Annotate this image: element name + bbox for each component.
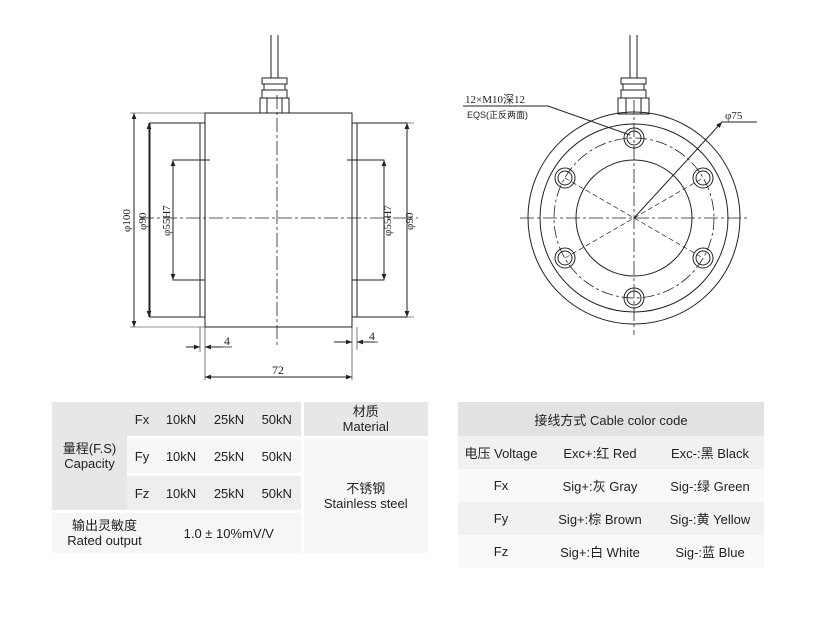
capacity-value: 25kN [205, 436, 253, 475]
dim-flange-4-left: 4 [224, 334, 230, 348]
capacity-value: 25kN [205, 473, 253, 512]
front-view [463, 35, 757, 335]
cable-wire-a: Sig+:棕 Brown [558, 512, 642, 527]
cable-wire-b: Sig-:绿 Green [670, 479, 750, 494]
cable-row-label: Fy [493, 511, 509, 526]
cable-row-label: Fz [493, 544, 509, 559]
cable-wire-b: Exc-:黑 Black [670, 446, 749, 461]
material-value-cell: 不锈钢 Stainless steel [302, 436, 428, 553]
capacity-value: 50kN [253, 473, 304, 512]
cable-wire-a: Sig+:白 White [560, 545, 640, 560]
dim-flange-4-right: 4 [369, 329, 375, 343]
cable-row-label: 电压 Voltage [464, 446, 538, 461]
technical-drawing: φ100 φ90 φ55H7 φ55H7 φ90 4 4 72 [121, 35, 757, 380]
cable-wire-a: Sig+:灰 Gray [562, 479, 638, 494]
cable-row-fx: Fx Sig+:灰 Gray Sig-:绿 Green [458, 469, 764, 502]
output-label-cell: 输出灵敏度 Rated output [52, 510, 157, 553]
cable-row-fz: Fz Sig+:白 White Sig-:蓝 Blue [458, 535, 764, 568]
axis-label: Fy [127, 436, 157, 475]
dim-diameter-90-right: φ90 [404, 212, 416, 230]
cable-row-voltage: 电压 Voltage Exc+:红 Red Exc-:黑 Black [458, 436, 764, 469]
cable-row-fy: Fy Sig+:棕 Brown Sig-:黄 Yellow [458, 502, 764, 535]
dim-length-72: 72 [272, 363, 284, 377]
cable-table-header: 接线方式 Cable color code [458, 402, 764, 436]
output-value: 1.0 ± 10%mV/V [157, 510, 304, 553]
output-label: 输出灵敏度 [71, 518, 137, 533]
hole-note-label: EQS(正反两面) [467, 110, 528, 120]
cable-row-label: Fx [493, 478, 509, 493]
cable-wire-a: Exc+:红 Red [563, 446, 637, 461]
spec-row-fy: Fy 10kN 25kN 50kN 不锈钢 Stainless steel [52, 436, 428, 553]
capacity-value: 10kN [157, 473, 205, 512]
capacity-label-cell: 量程(F.S) Capacity [52, 402, 127, 512]
axis-label: Fx [134, 411, 150, 427]
dim-bore-left: φ55H7 [161, 205, 173, 236]
material-label-en: Material [342, 419, 389, 434]
dim-diameter-90-left: φ90 [137, 212, 149, 230]
capacity-value: 50kN [253, 402, 304, 438]
cable-wire-b: Sig-:蓝 Blue [675, 545, 745, 560]
hole-spec-label: 12×M10深12 [465, 93, 525, 106]
material-value-en: Stainless steel [323, 496, 408, 511]
capacity-value: 10kN [157, 436, 205, 475]
dim-pcd-75: φ75 [725, 110, 743, 122]
spec-table: 量程(F.S) Capacity Fx 10kN 25kN 50kN 材质 Ma… [52, 402, 428, 553]
cable-wire-b: Sig-:黄 Yellow [669, 512, 751, 527]
axis-label: Fz [127, 473, 157, 512]
spec-row-fx: 量程(F.S) Capacity Fx 10kN 25kN 50kN 材质 Ma… [52, 402, 428, 471]
material-value: 不锈钢 [346, 481, 386, 496]
capacity-label-en: Capacity [64, 456, 115, 471]
material-header: 材质 Material [302, 402, 428, 438]
capacity-value: 50kN [253, 436, 304, 475]
bolt-holes [554, 127, 714, 309]
cable-color-table: 接线方式 Cable color code 电压 Voltage Exc+:红 … [458, 402, 764, 568]
capacity-label: 量程(F.S) [62, 441, 117, 456]
output-label-en: Rated output [67, 533, 142, 548]
capacity-value: 10kN [165, 411, 197, 427]
dim-bore-right: φ55H7 [382, 205, 394, 236]
material-label: 材质 [352, 404, 379, 419]
capacity-value: 25kN [213, 411, 245, 427]
dim-diameter-100: φ100 [121, 209, 133, 232]
side-view [130, 35, 418, 380]
